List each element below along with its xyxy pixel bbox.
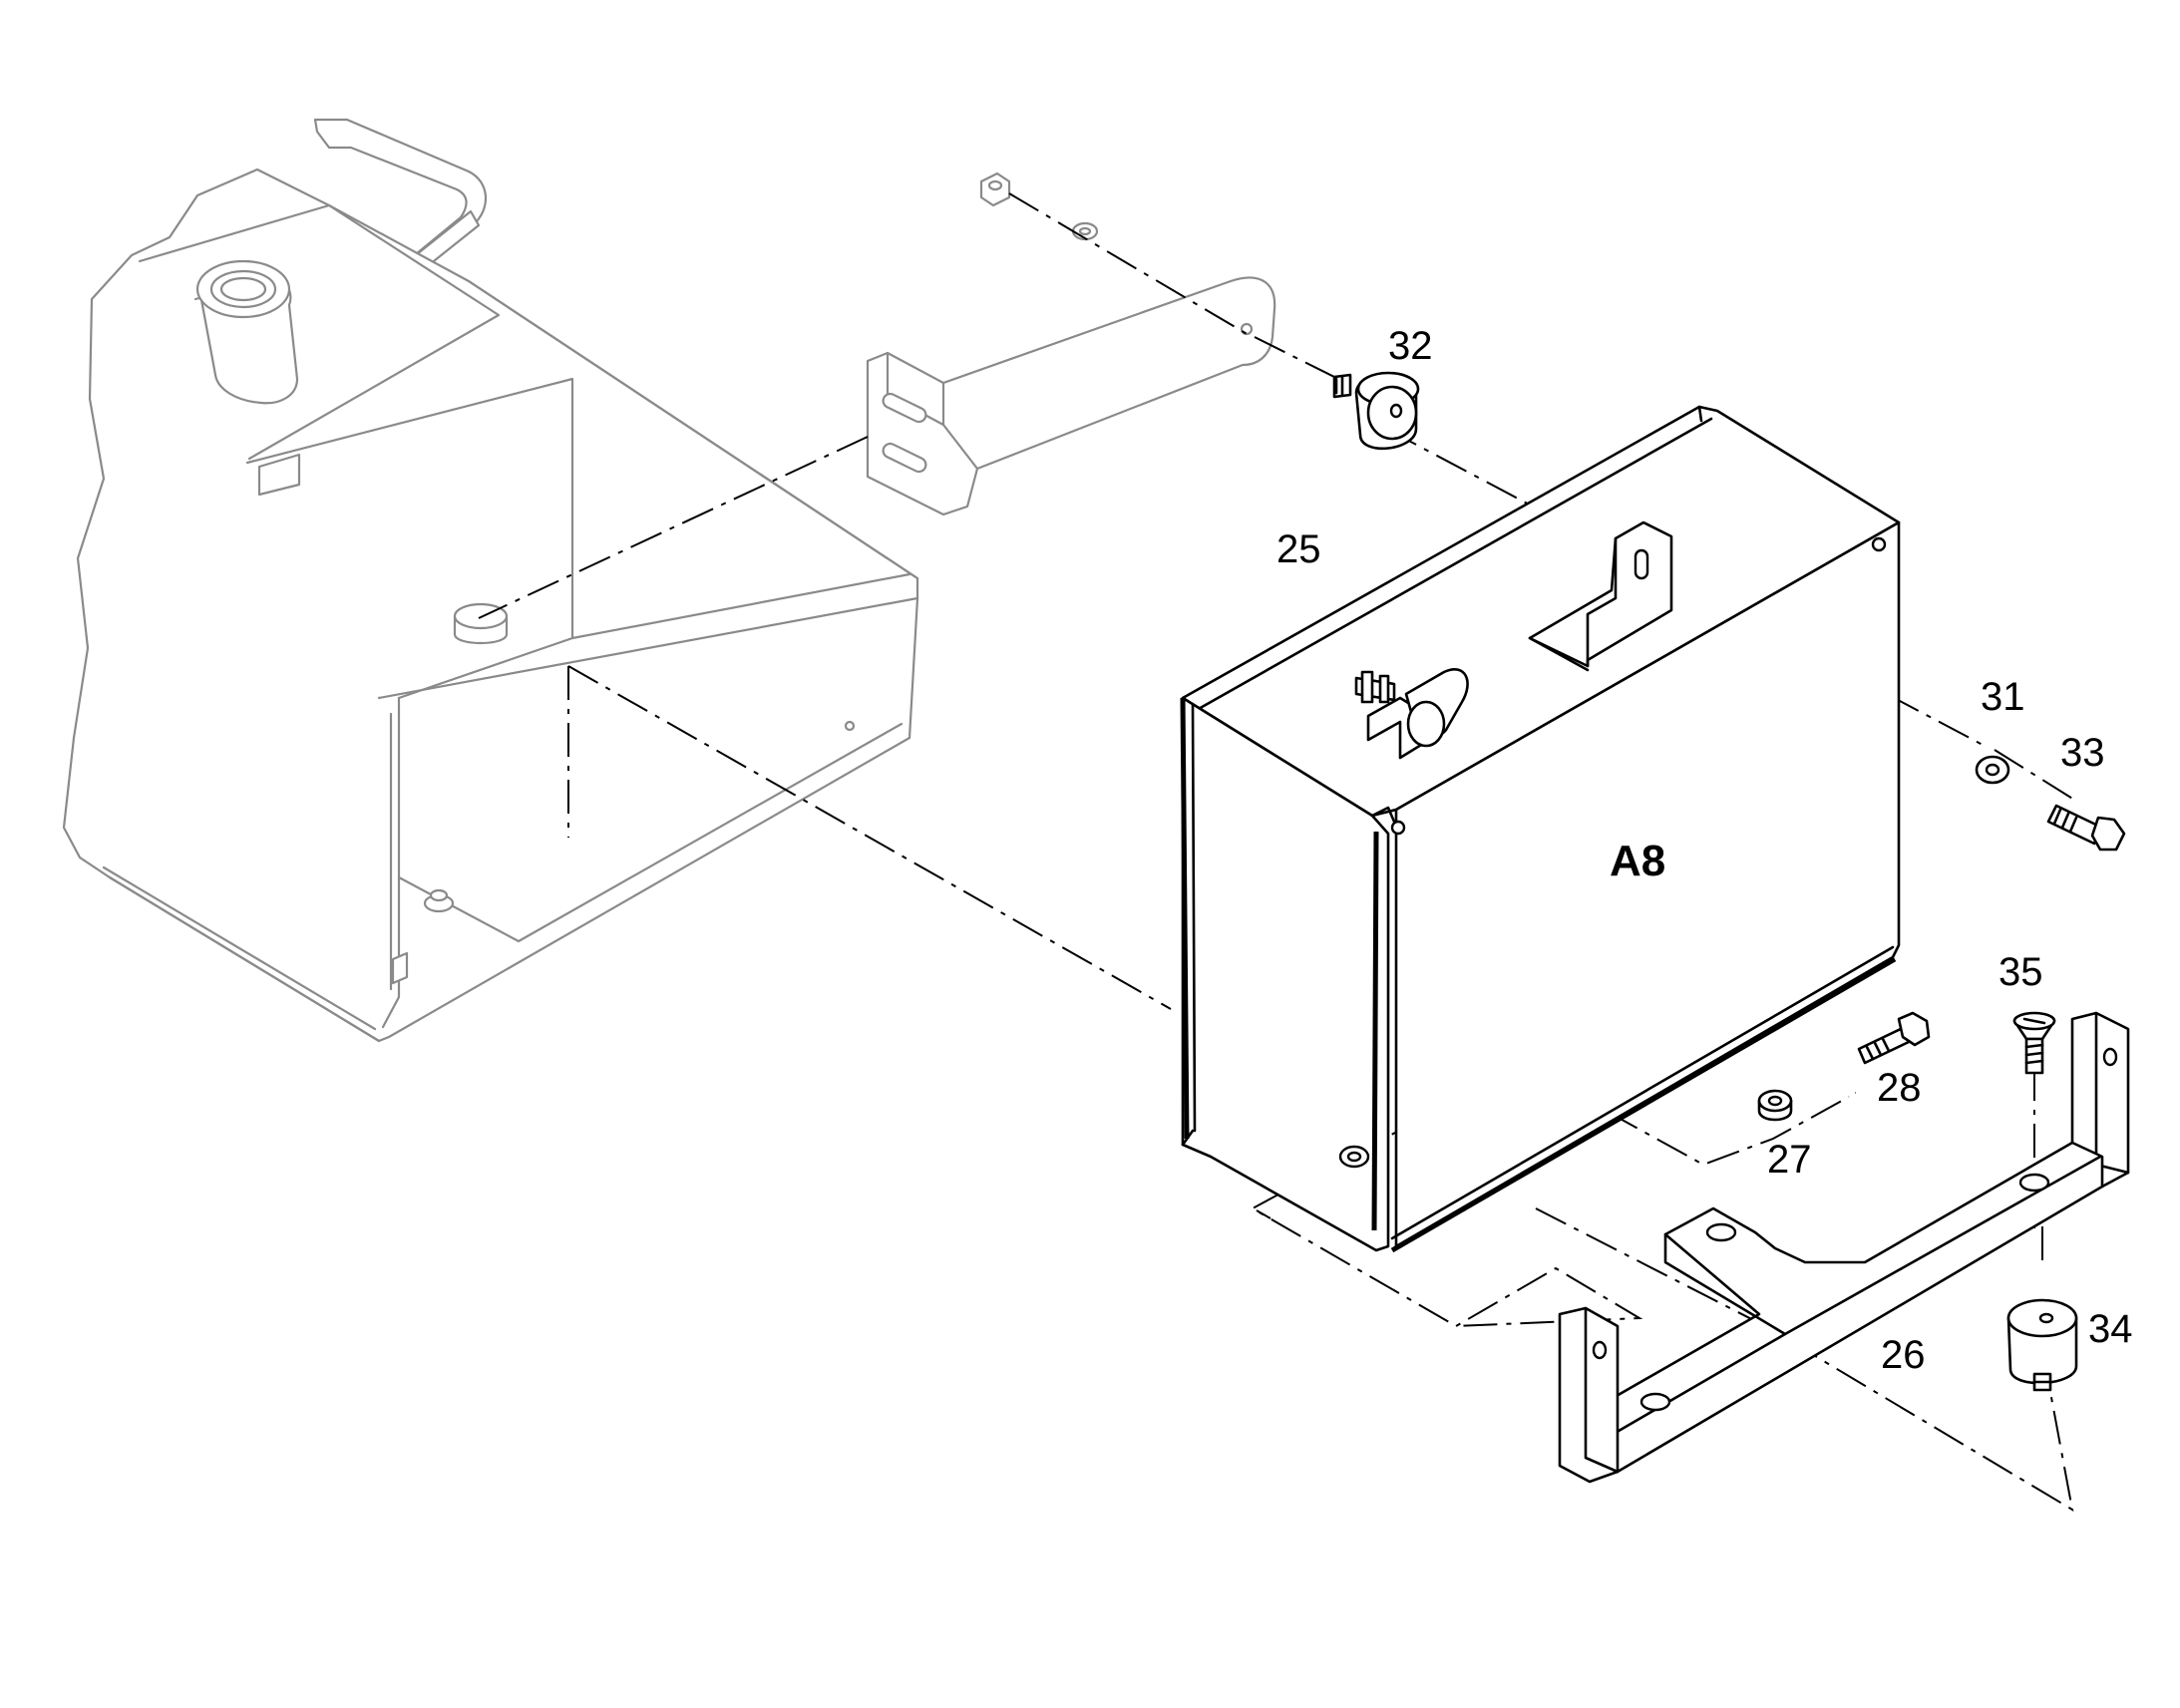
part-27-spacer <box>1757 1089 1793 1122</box>
label-a8: A8 <box>1610 837 1665 885</box>
part-32-rubber-mount <box>1332 371 1420 451</box>
part-28-bolt <box>1857 1011 1931 1065</box>
box-top-lug <box>1528 520 1673 672</box>
label-25: 25 <box>1276 527 1321 571</box>
tank-boss-ghost <box>453 602 509 644</box>
part-35-screw <box>2012 1011 2056 1075</box>
part-31-washer <box>1975 755 2010 785</box>
a8-control-box <box>1180 405 1901 1253</box>
box-top-connector <box>1354 668 1469 760</box>
label-33: 33 <box>2060 731 2105 775</box>
mounting-bracket-ghost <box>866 171 1276 516</box>
part-26-base-bracket <box>1558 1011 2130 1484</box>
label-35: 35 <box>1998 950 2043 994</box>
tank-frame-ghost <box>62 118 919 1043</box>
label-31: 31 <box>1981 675 2025 719</box>
filler-neck-ghost <box>195 259 299 405</box>
assembly-centerlines <box>478 192 2075 1512</box>
label-34: 34 <box>2088 1307 2133 1351</box>
label-28: 28 <box>1877 1066 1922 1110</box>
label-26: 26 <box>1881 1333 1926 1377</box>
part-number-labels: 32 25 31 33 A8 35 28 27 26 34 <box>1276 324 2133 1377</box>
label-32: 32 <box>1388 324 1433 368</box>
part-34-rubber-mount <box>2006 1298 2078 1392</box>
label-27: 27 <box>1767 1138 1812 1182</box>
part-33-bolt <box>2046 804 2126 852</box>
